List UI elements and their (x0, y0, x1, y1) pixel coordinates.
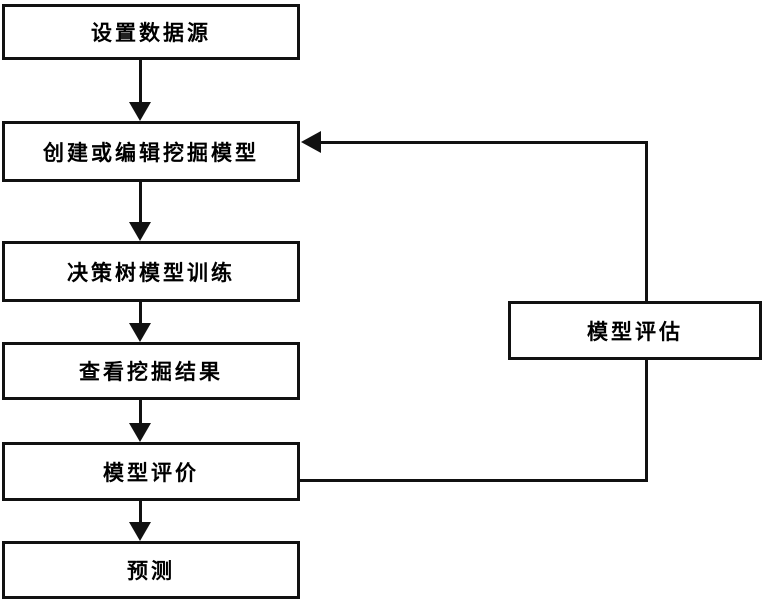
flow-node-set-data-source: 设置数据源 (2, 4, 300, 60)
flow-node-label: 决策树模型训练 (67, 260, 235, 285)
flow-node-model-assessment: 模型评估 (508, 301, 762, 360)
arrow-down-icon (129, 102, 151, 121)
flow-node-label: 模型评价 (103, 460, 199, 485)
feedback-edge-top-segment (320, 141, 648, 144)
flow-node-label: 预测 (127, 559, 175, 583)
flow-node-model-evaluation: 模型评价 (2, 442, 300, 501)
arrow-down-icon (129, 423, 151, 442)
flow-node-prediction: 预测 (2, 541, 300, 599)
arrow-down-icon (129, 323, 151, 342)
flow-node-label: 模型评估 (587, 319, 683, 344)
flow-node-label: 设置数据源 (91, 21, 211, 45)
arrow-down-icon (129, 522, 151, 541)
edge-set-data-source-to-create-model (139, 60, 142, 104)
feedback-edge-bottom-segment (300, 479, 648, 482)
edge-training-to-view-results (139, 302, 142, 325)
edge-evaluation-to-prediction (139, 501, 142, 524)
flow-node-label: 创建或编辑挖掘模型 (43, 140, 259, 165)
edge-create-model-to-training (139, 182, 142, 223)
flow-node-decision-tree-model-training: 决策树模型训练 (2, 241, 300, 302)
arrow-down-icon (129, 222, 151, 241)
arrow-left-icon (301, 131, 321, 153)
flow-node-view-mining-results: 查看挖掘结果 (2, 342, 300, 400)
flow-node-create-or-edit-mining-model: 创建或编辑挖掘模型 (2, 121, 300, 182)
flow-node-label: 查看挖掘结果 (79, 360, 223, 384)
edge-view-results-to-evaluation (139, 400, 142, 425)
